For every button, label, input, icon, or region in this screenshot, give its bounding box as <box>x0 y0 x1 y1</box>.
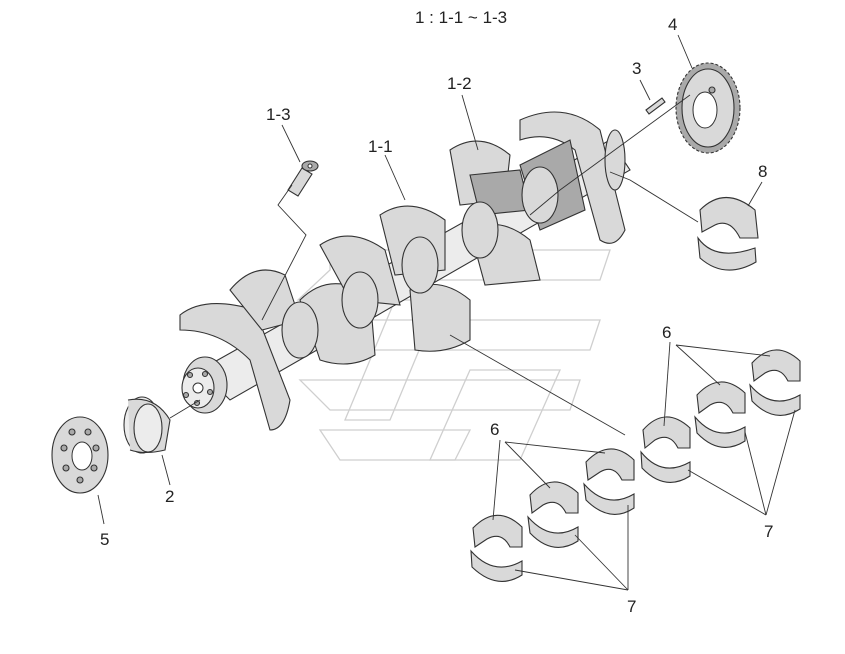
label-3: 3 <box>632 59 641 78</box>
dowel-pin <box>645 97 666 115</box>
label-8: 8 <box>758 162 767 181</box>
crankshaft <box>179 111 631 431</box>
crankshaft-gear <box>675 62 741 154</box>
label-6-lower: 6 <box>490 420 499 439</box>
thrust-washer <box>51 416 109 494</box>
label-1-1: 1-1 <box>368 137 393 156</box>
label-2: 2 <box>165 487 174 506</box>
leader-lines <box>97 34 796 591</box>
label-4: 4 <box>668 15 677 34</box>
main-bearing-set-lower <box>470 448 635 582</box>
label-7-lower: 7 <box>627 597 636 616</box>
label-1-3: 1-3 <box>266 105 291 124</box>
main-bearing-set-upper <box>640 349 801 483</box>
sleeve-ring <box>123 396 171 454</box>
label-1-2: 1-2 <box>447 74 472 93</box>
label-7-upper: 7 <box>764 522 773 541</box>
crankshaft-bolt <box>287 160 319 197</box>
label-6-upper: 6 <box>662 323 671 342</box>
thrust-bearing <box>697 197 759 271</box>
diagram-title: 1 : 1-1 ~ 1-3 <box>415 8 507 27</box>
label-5: 5 <box>100 530 109 549</box>
